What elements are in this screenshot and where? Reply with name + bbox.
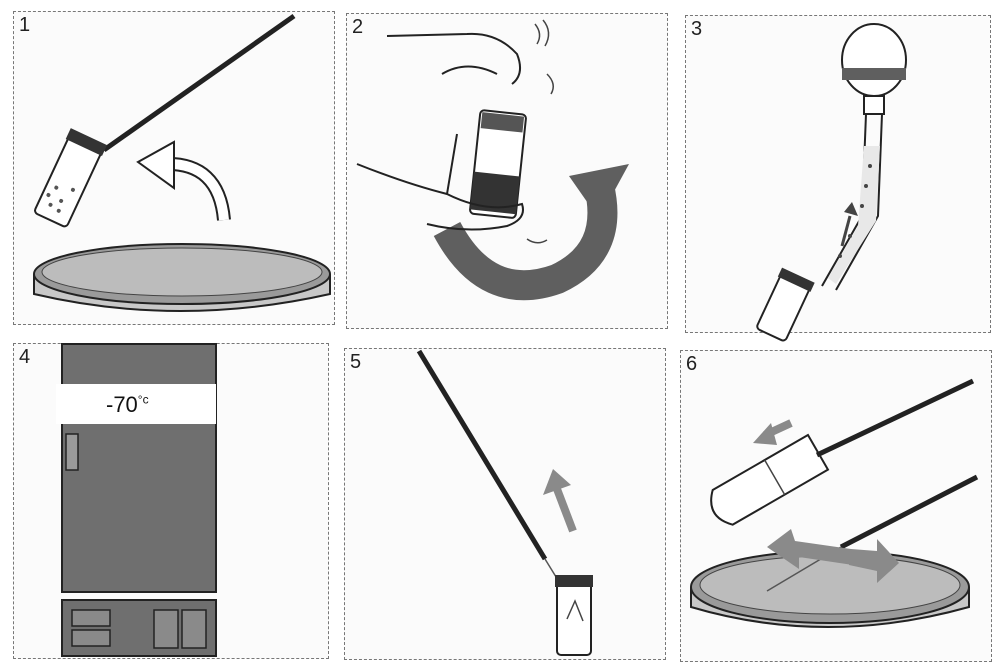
swab-icon	[419, 351, 545, 559]
vial-icon	[32, 128, 107, 228]
pipette-bulb-icon	[822, 24, 906, 290]
freezer-temperature-label: -70°c	[106, 392, 149, 418]
swab-icon	[104, 16, 294, 150]
step-2-panel: 2	[346, 13, 668, 329]
step-5-illustration	[345, 349, 667, 661]
vial-icon	[555, 575, 593, 655]
step-1-panel: 1	[13, 11, 335, 325]
step-2-illustration	[347, 14, 669, 330]
freezer-icon	[14, 344, 330, 660]
step-3-illustration	[686, 16, 992, 334]
petri-dish-icon	[691, 551, 969, 627]
petri-dish-icon	[34, 244, 330, 311]
vial-icon	[470, 110, 527, 218]
vial-icon	[754, 268, 815, 343]
curved-arrow-icon	[138, 142, 224, 220]
test-tube-icon	[704, 435, 828, 530]
left-arrow-icon	[753, 423, 791, 445]
swab-icon	[817, 381, 973, 455]
step-3-panel: 3	[685, 15, 991, 333]
up-arrow-icon	[543, 469, 573, 531]
step-1-illustration	[14, 12, 336, 326]
step-6-panel: 6	[680, 350, 992, 662]
swab-icon	[841, 477, 977, 547]
step-6-illustration	[681, 351, 993, 663]
step-5-panel: 5	[344, 348, 666, 660]
step-4-panel: 4 -70°c	[13, 343, 329, 659]
